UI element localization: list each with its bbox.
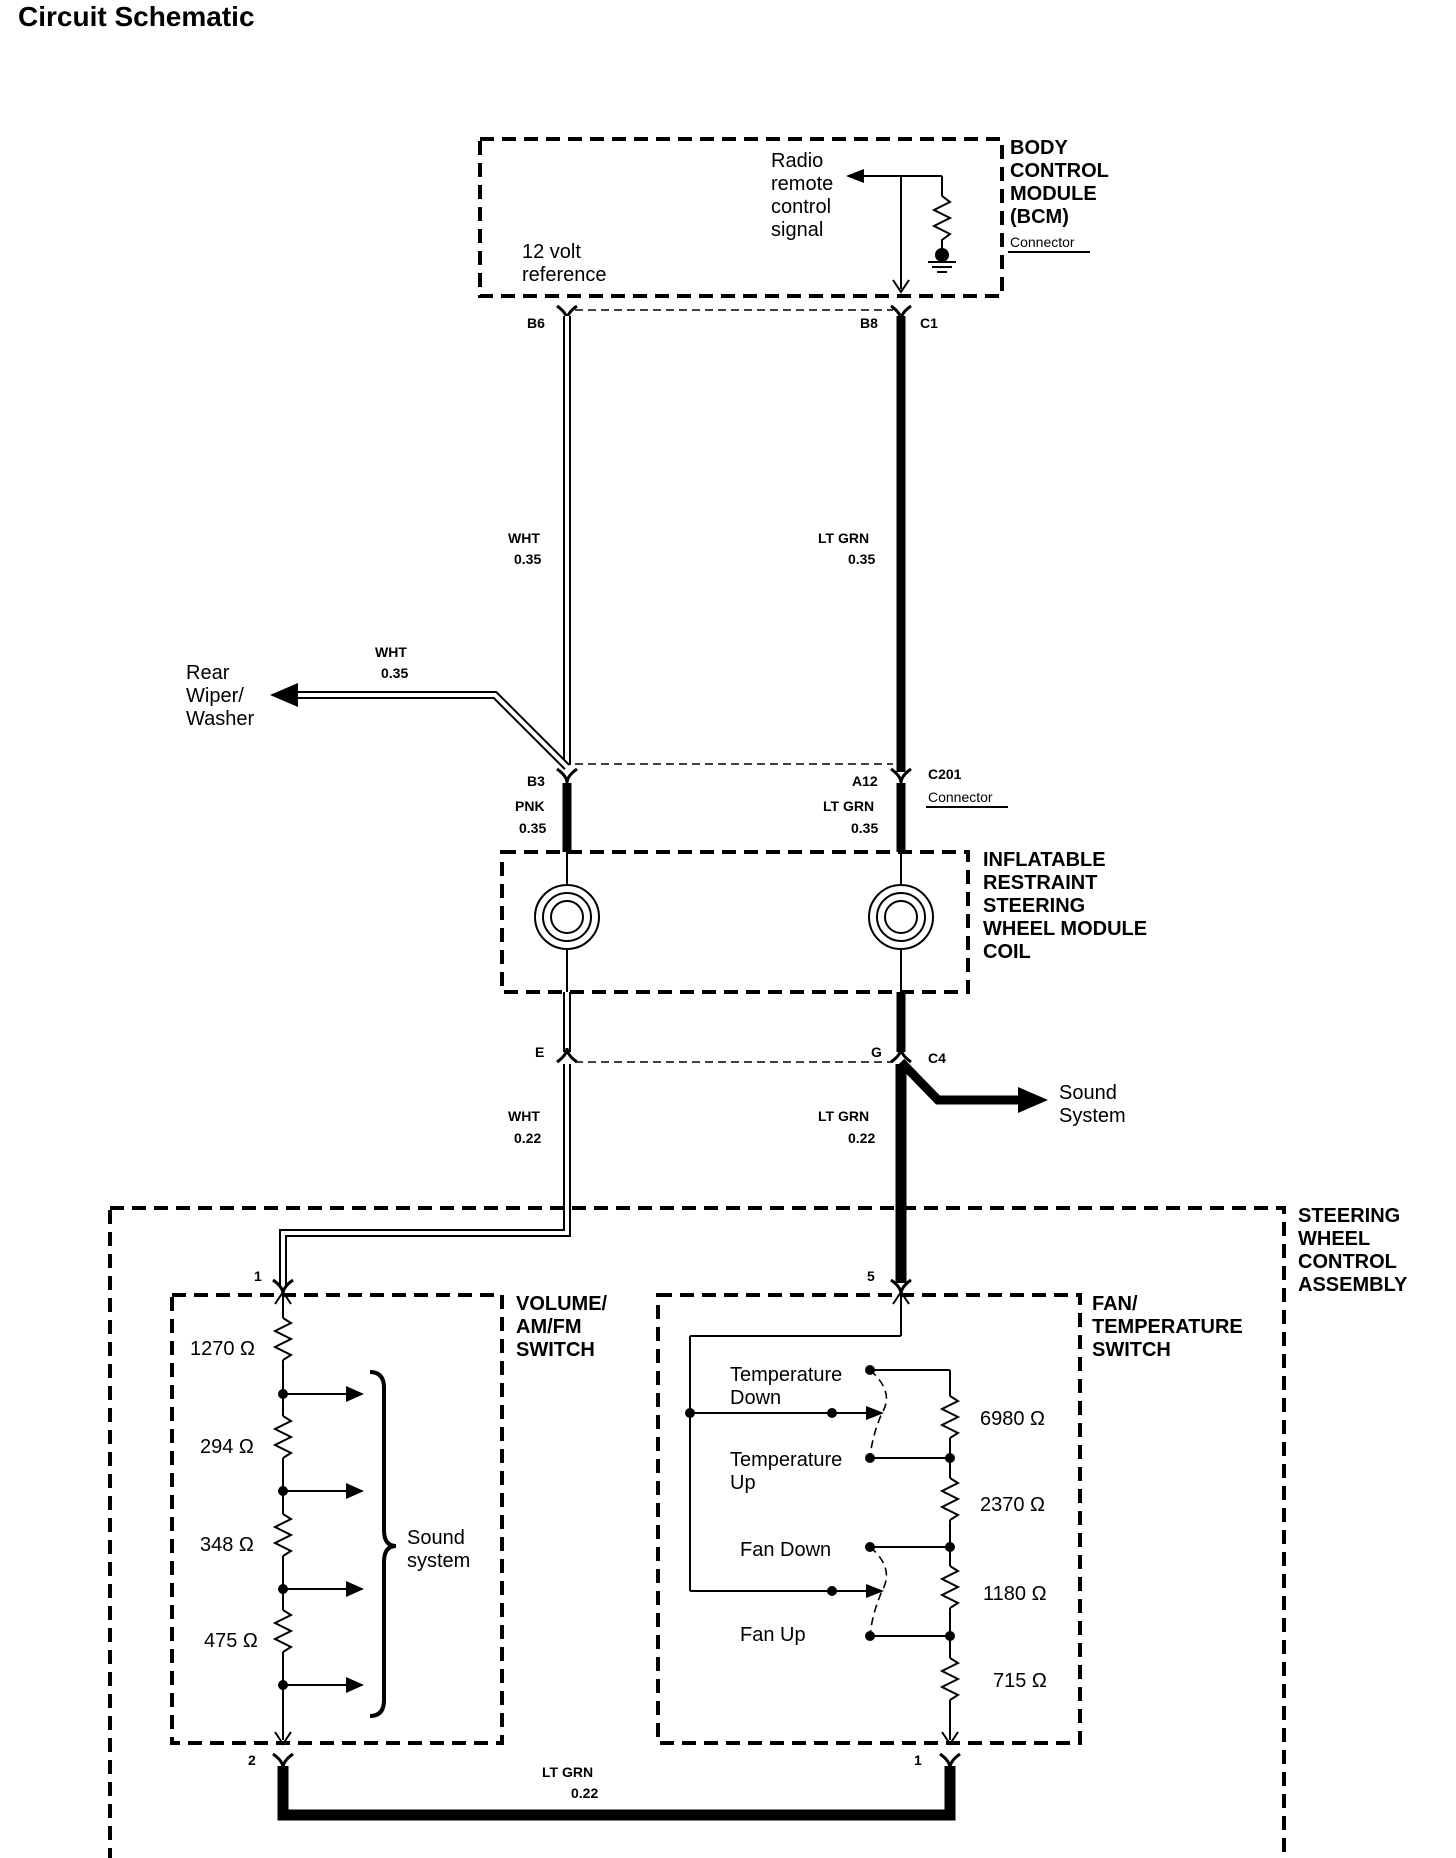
swc-pin-1-top: 1 [254,1268,262,1284]
arrow-left-icon [270,683,298,707]
arrow-right-icon [346,1386,364,1402]
bcm-internal-circuit [846,169,956,294]
wire-sound-branch [897,1058,1020,1105]
sound-system-branch-label: Sound System [1059,1082,1126,1127]
sound-system-bracket [369,1370,397,1718]
pin-1-bottom-symbol [939,1752,961,1769]
wire-wht-lower [279,1064,571,1285]
wire-ltgrn-bottom [277,1766,956,1821]
bcm-connector-note: Connector [1010,234,1075,250]
coil-box [500,850,970,994]
swc-pin-5: 5 [867,1268,875,1284]
page-title: Circuit Schematic [18,1,255,32]
steering-wheel-control-box [108,1206,1286,1858]
wire-label-pnk: PNK 0.35 [515,798,548,836]
volume-switch-box [170,1293,504,1745]
c4-label: C4 [928,1050,946,1066]
arrow-right-icon [346,1677,364,1693]
arrow-right-icon [346,1483,364,1499]
volume-resistor-ladder [272,1290,294,1746]
arrow-right-icon [866,1584,884,1598]
fan-switch-label: FAN/ TEMPERATURE SWITCH [1092,1293,1248,1361]
volume-switch-label: VOLUME/ AM/FM SWITCH [516,1293,613,1361]
bcm-label: BODY CONTROL MODULE (BCM) [1010,137,1114,228]
wire-label-ltgrn-lower: LT GRN 0.22 [818,1108,875,1146]
pin-e-symbol [556,1047,578,1064]
arrow-right-icon [1018,1087,1048,1113]
pin-b8: B8 [860,315,878,331]
coil-right [868,852,934,992]
volume-taps [278,1386,364,1693]
wire-label-ltgrn-mid: LT GRN 0.35 [823,798,878,836]
pin-g-symbol [890,1047,912,1064]
rear-wiper-label: Rear Wiper/ Washer [186,662,255,730]
fan-up-label: Fan Up [740,1624,806,1646]
wire-label-wht-branch: WHT 0.35 [375,644,411,681]
volume-sound-system-label: Sound system [407,1527,470,1572]
bcm-box [478,137,1004,298]
wire-label-ltgrn-upper: LT GRN 0.35 [818,530,875,567]
fan-common-line [685,1290,910,1598]
swc-pin-1-bottom: 1 [914,1752,922,1768]
wire-label-wht-upper: WHT 0.35 [508,530,544,567]
arrow-left-icon [846,169,864,183]
temp-down-label: Temperature Down [730,1364,848,1409]
fan-resistor-labels: 6980 Ω 2370 Ω 1180 Ω 715 Ω [980,1408,1052,1692]
wire-wht-branch [292,691,570,770]
reference-label: 12 volt reference [522,241,607,286]
wire-label-wht-lower: WHT 0.22 [508,1108,544,1146]
fan-down-label: Fan Down [740,1539,831,1561]
pin-c1: C1 [920,315,938,331]
c201-label: C201 [928,766,962,782]
pin-e: E [535,1044,544,1060]
c201-connector-note: Connector [928,789,993,805]
coil-left [534,852,600,992]
pin-b3: B3 [527,773,545,789]
coil-label: INFLATABLE RESTRAINT STEERING WHEEL MODU… [983,849,1153,963]
wire-label-ltgrn-bottom: LT GRN 0.22 [542,1764,598,1801]
pin-b6: B6 [527,315,545,331]
temp-up-label: Temperature Up [730,1449,848,1494]
ground-icon [935,248,949,262]
pin-2-symbol [272,1752,294,1769]
radio-signal-label: Radio remote control signal [771,150,839,241]
fan-resistor-ladder [865,1365,961,1746]
fan-switch-box [656,1293,1082,1745]
swc-pin-2: 2 [248,1752,256,1768]
steering-wheel-control-label: STEERING WHEEL CONTROL ASSEMBLY [1298,1205,1408,1296]
volume-resistor-labels: 1270 Ω 294 Ω 348 Ω 475 Ω [190,1338,261,1652]
pin-b3-symbol [556,767,578,784]
pin-a12: A12 [852,773,878,789]
resistor-icon [931,195,953,250]
pin-g: G [871,1044,882,1060]
arrow-right-icon [866,1406,884,1420]
arrow-right-icon [346,1581,364,1597]
